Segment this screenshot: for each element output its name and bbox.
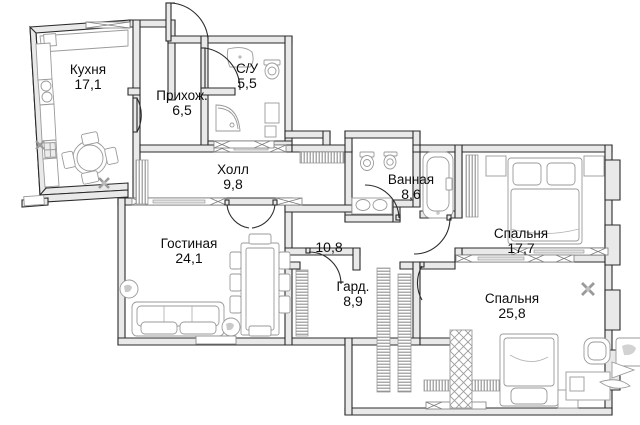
hall-to-living-double-door — [224, 199, 278, 229]
window-kitchen — [85, 21, 131, 29]
radiator-hall-top — [299, 151, 345, 164]
decor-leaf — [599, 379, 631, 389]
nightstand-right — [583, 155, 605, 177]
radiator-hall — [135, 159, 149, 205]
lattice-screen — [449, 329, 473, 409]
desk-icon — [565, 371, 611, 401]
corner-shower-icon — [215, 104, 241, 132]
double-bed-icon — [507, 157, 583, 245]
sink-icon — [37, 78, 55, 106]
dining-table-round — [61, 131, 119, 185]
cooktop-icon — [41, 139, 58, 160]
wash-basin-icon — [226, 47, 254, 68]
window-bedroom-large — [455, 254, 575, 263]
bathroom-door — [364, 184, 401, 221]
plant-icon — [98, 177, 110, 189]
bedroom-large-furniture — [449, 282, 640, 409]
double-sink-icon — [351, 197, 393, 215]
furniture — [23, 29, 640, 409]
bathtub-icon — [422, 151, 454, 219]
nightstand-left — [485, 155, 507, 177]
entry-door-hallway — [165, 2, 209, 42]
shelving-wardrobe-right — [376, 267, 391, 393]
bathroom-fixtures — [351, 151, 454, 219]
bedroom-small-furniture — [485, 155, 605, 245]
window-bedroom-small — [511, 247, 609, 256]
wc-door — [200, 47, 241, 91]
plant-icon-3 — [581, 282, 595, 296]
decor-shape — [611, 361, 636, 379]
window-wc — [213, 140, 275, 149]
double-bed-icon-2 — [499, 333, 559, 407]
wc-fixtures — [215, 47, 281, 138]
sofa-icon — [131, 301, 225, 337]
plant-icon-2 — [35, 140, 45, 150]
desk-chair-icon — [583, 337, 611, 365]
living-furniture — [119, 233, 291, 345]
dining-table-rect — [229, 233, 291, 337]
side-table-right — [221, 317, 241, 337]
shelving-corridor — [295, 269, 309, 337]
armchair-icon — [615, 337, 640, 367]
corridor-to-bedroom-door — [413, 214, 452, 255]
kitchen-door — [132, 97, 142, 133]
bedroom-large-door — [416, 261, 425, 301]
shelving-wardrobe-far — [397, 273, 412, 393]
doors — [132, 2, 452, 301]
toilet-icon — [263, 59, 281, 80]
toilet-icon-2 — [359, 151, 375, 171]
bidet-icon — [383, 151, 398, 170]
radiator-bedroom-small — [465, 154, 479, 218]
corridor-to-wardrobe-door — [305, 247, 342, 285]
side-table-left — [119, 279, 139, 299]
kitchen-furniture — [23, 29, 129, 207]
